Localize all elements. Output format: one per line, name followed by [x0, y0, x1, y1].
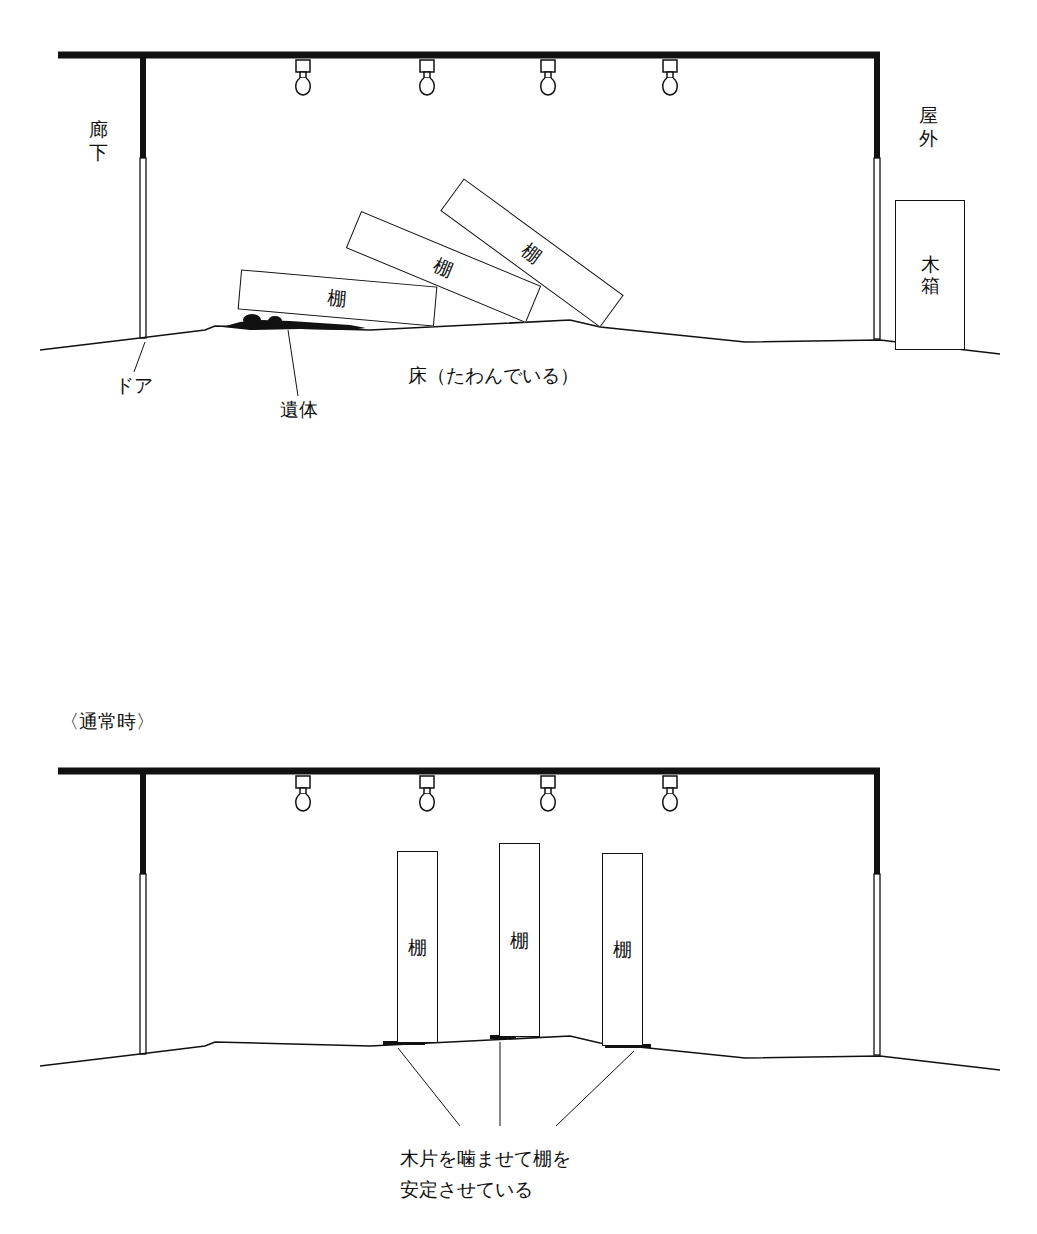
opening	[874, 158, 880, 339]
note-text: 木片を噛ませて棚を 安定させている	[400, 1143, 579, 1206]
shelf-box: 棚	[602, 853, 643, 1046]
body-label: 遺体	[280, 398, 318, 421]
node-text: 棚	[510, 929, 529, 952]
node-text: 棚	[408, 936, 427, 959]
wooden-box: 木箱	[895, 200, 965, 350]
node-text: 棚	[613, 938, 632, 961]
node-text: 棚	[327, 286, 348, 310]
outside-label: 屋外	[919, 104, 938, 150]
shelf-box: 棚	[237, 269, 437, 326]
node-text: 棚	[518, 238, 547, 268]
door-label: ドア	[115, 374, 153, 397]
door	[140, 158, 146, 338]
shelf-box: 棚	[499, 843, 540, 1037]
leader-line	[134, 342, 145, 372]
leader-line	[288, 330, 298, 396]
corridor-label: 廊下	[89, 118, 108, 164]
floor-label: 床（たわんでいる）	[408, 364, 579, 387]
leader-line	[398, 1042, 634, 1126]
floor	[40, 320, 1000, 354]
shelf-box: 棚	[397, 851, 438, 1043]
normal-state-heading: 〈通常時〉	[60, 710, 155, 733]
node-text: 棚	[430, 253, 456, 281]
room-top	[40, 52, 1000, 396]
node-text: 木箱	[921, 254, 940, 296]
room-bottom	[40, 768, 1000, 1126]
